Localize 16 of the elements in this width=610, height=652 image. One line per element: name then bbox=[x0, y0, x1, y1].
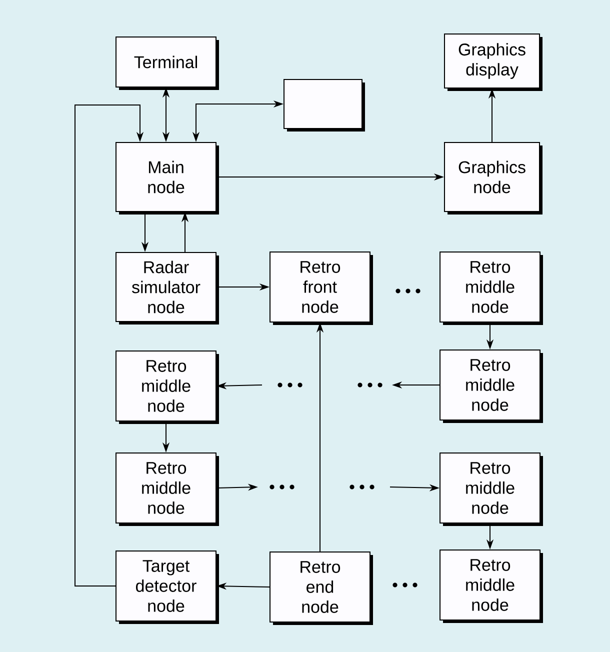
arrow bbox=[74, 104, 144, 586]
process-box: Retro middle node bbox=[440, 350, 543, 423]
process-box: Target detector node bbox=[116, 550, 219, 624]
process-box: Retro middle node bbox=[116, 350, 219, 424]
process-box: Main node bbox=[116, 142, 219, 214]
process-box: Retro middle node bbox=[440, 550, 543, 623]
process-box: Graphics display bbox=[444, 34, 542, 91]
process-box: Retro middle node bbox=[116, 452, 219, 526]
process-box: Radar simulator node bbox=[116, 252, 219, 324]
process-box: Retro end node bbox=[270, 552, 373, 625]
empty-box bbox=[284, 79, 365, 132]
process-box: Terminal bbox=[116, 36, 219, 90]
process-box: Retro middle node bbox=[440, 452, 543, 526]
process-box: Graphics node bbox=[444, 142, 542, 214]
process-box: Retro middle node bbox=[440, 252, 543, 325]
process-box: Retro front node bbox=[270, 252, 373, 325]
